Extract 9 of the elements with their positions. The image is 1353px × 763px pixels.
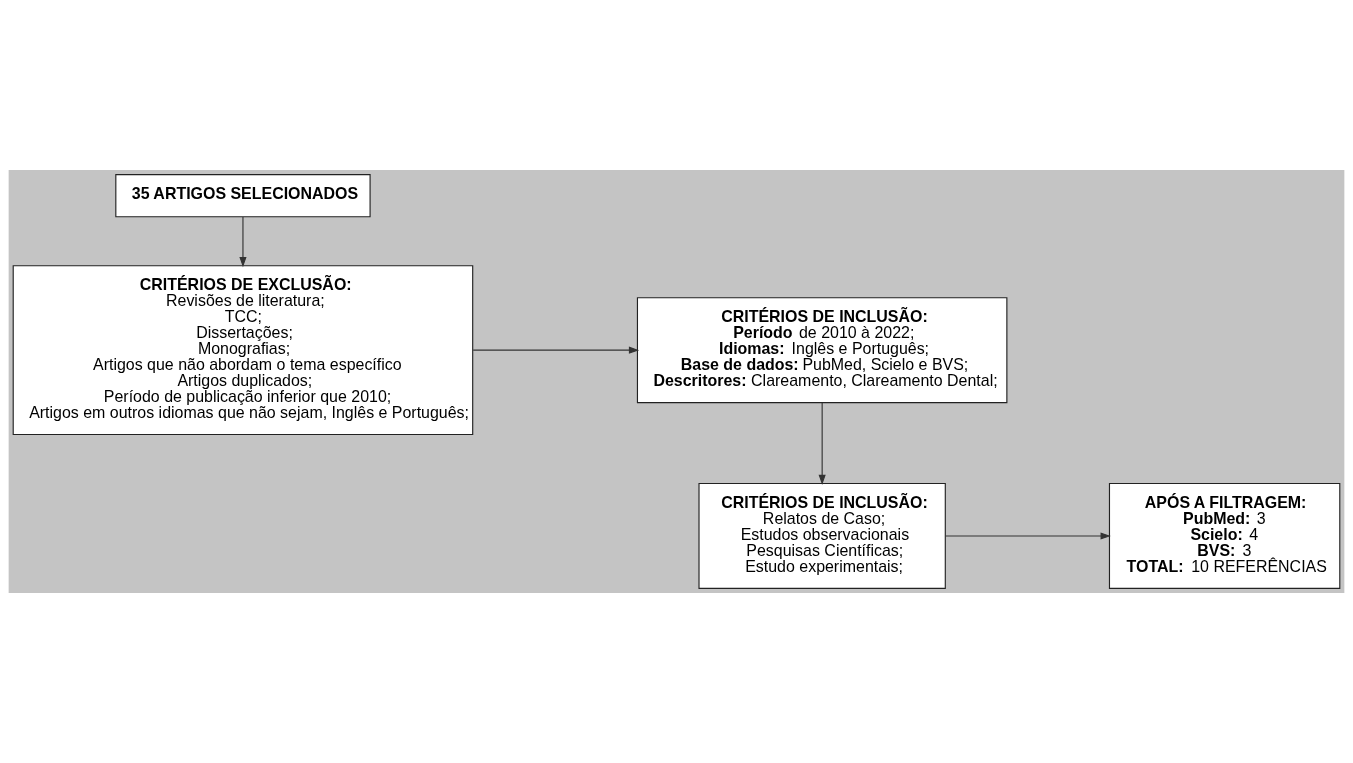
node-box: CRITÉRIOS DE INCLUSÃO: Período de 2010 à 2022; Idiomas: Inglês e Português; Base de dados: PubMed, Scielo e BVS; Descritores: Clareamento, Clareamento Dental;: [636, 297, 1008, 404]
arrow: [239, 216, 247, 268]
arrow: [945, 532, 1111, 540]
node-box: APÓS A FILTRAGEM: PubMed: 3 Scielo: 4 BVS: 3 TOTAL: 10 REFERÊNCIAS: [1108, 482, 1341, 589]
node-box: 35 ARTIGOS SELECIONADOS: [115, 174, 371, 218]
node-box: CRITÉRIOS DE EXCLUSÃO: Revisões de literatura; TCC; Dissertações; Monografias; Artigos que não abordam o tema específico Artigos duplicados; Período de publicação inferior que 2010; Artigos em outros idiomas que não sejam, Inglês e Português;: [12, 265, 474, 436]
arrow: [472, 346, 640, 354]
node-box: CRITÉRIOS DE INCLUSÃO: Relatos de Caso; Estudos observacionais Pesquisas Científicas; Estudo experimentais;: [698, 482, 946, 589]
arrow: [818, 402, 826, 486]
